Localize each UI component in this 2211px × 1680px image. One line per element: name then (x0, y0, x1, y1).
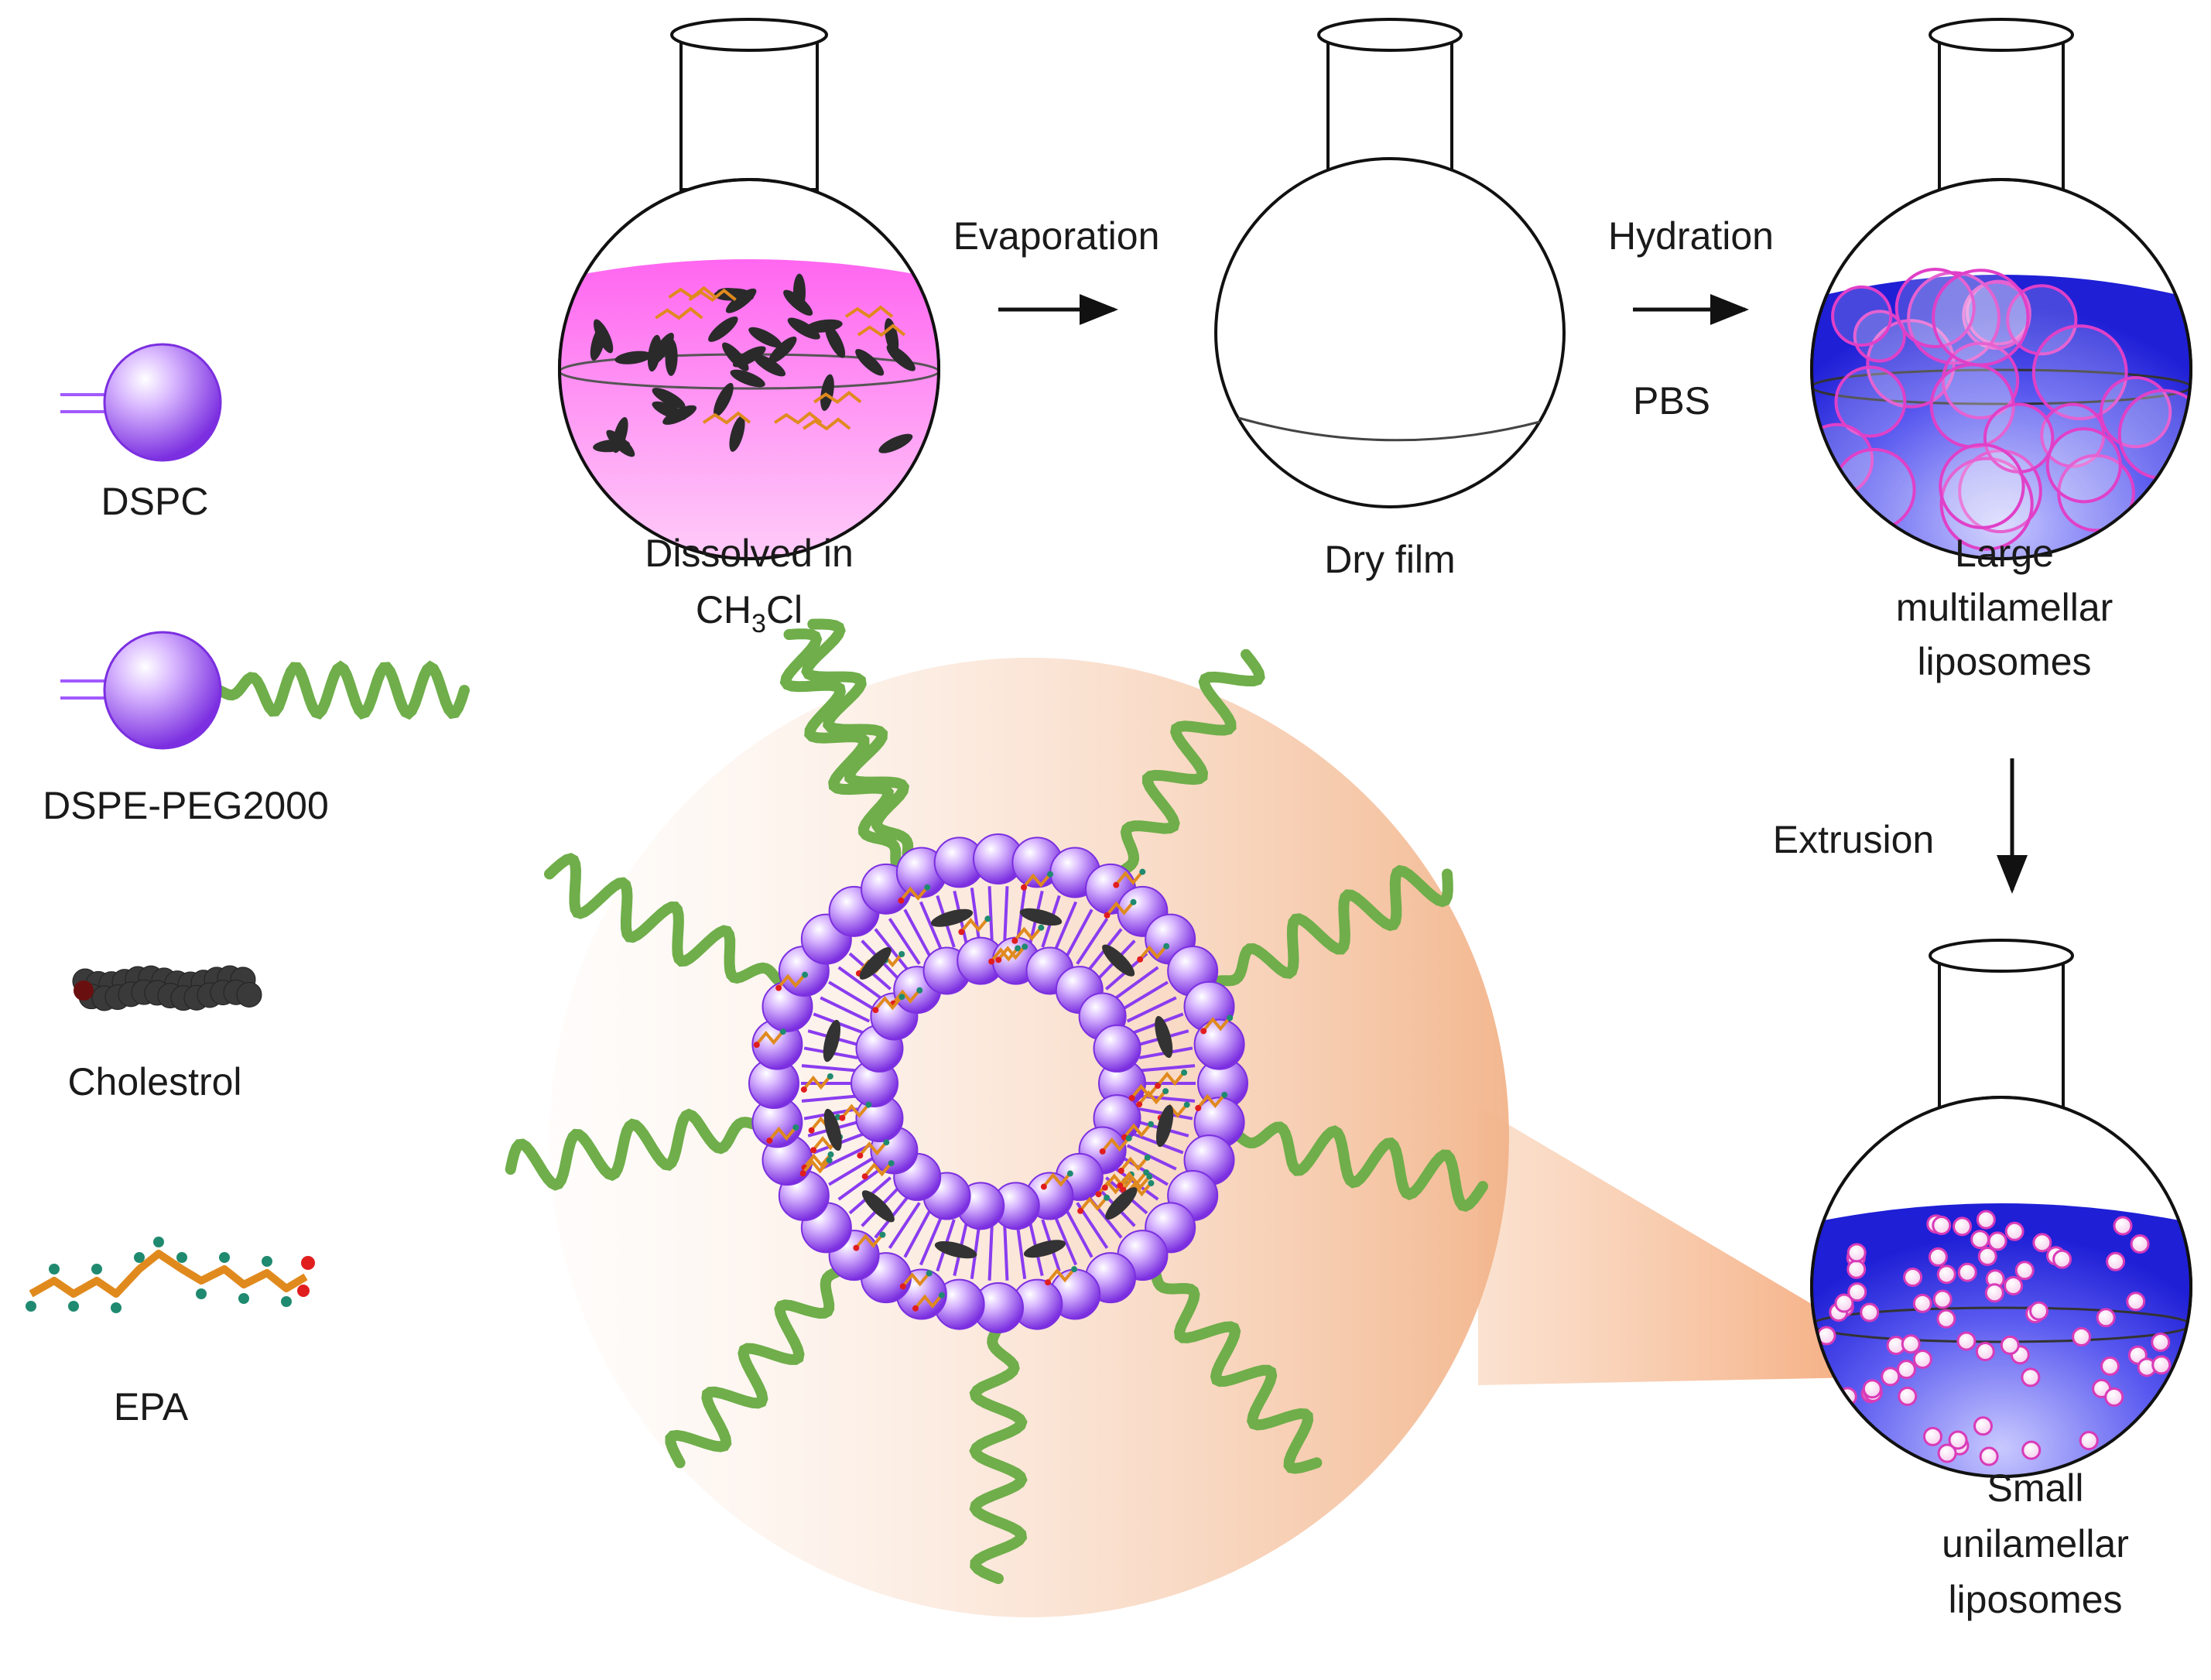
dry-film-label: Dry film (1324, 538, 1455, 581)
pbs-label: PBS (1633, 379, 1710, 423)
large-label-line3: liposomes (1917, 640, 2091, 683)
cholesterol-legend-icon (72, 965, 262, 1011)
dissolved-label-line1: Dissolved in (645, 532, 854, 575)
hydration-label: Hydration (1608, 214, 1774, 258)
dspc-label: DSPC (101, 480, 209, 523)
cholesterol-label: Cholestrol (67, 1060, 241, 1103)
dspc-legend-icon (60, 343, 222, 462)
small-label-line3: liposomes (1948, 1578, 2122, 1621)
small-label-line2: unilamellar (1942, 1522, 2129, 1565)
extrusion-label: Extrusion (1773, 818, 1934, 861)
small-label-line1: Small (1987, 1466, 2083, 1510)
liposome-cross-section (505, 618, 1488, 1584)
legend: DSPC DSPE-PEG2000 Cholestrol EPA (26, 343, 470, 1429)
flask-dry-film: Dry film (1214, 18, 1566, 581)
epa-label: EPA (114, 1385, 189, 1429)
large-label-line2: multilamellar (1896, 586, 2113, 629)
flask-small-unilamellar: Small unilamellar liposomes (1810, 939, 2192, 1621)
dspe-peg-legend-icon (60, 631, 470, 750)
flask-dissolved: Dissolved in CH3Cl (558, 18, 940, 638)
evaporation-label: Evaporation (953, 214, 1160, 258)
large-label-line1: Large (1955, 532, 2054, 575)
epa-legend-icon (26, 1237, 315, 1313)
extrusion-step: Extrusion (1773, 758, 2028, 894)
peg-chains (505, 618, 1488, 1584)
flask-neck (670, 18, 828, 191)
dissolved-label-line2: CH3Cl (696, 588, 803, 638)
dspe-peg-label: DSPE-PEG2000 (43, 784, 329, 827)
lipid-bilayer (748, 833, 1248, 1333)
evaporation-step: Evaporation (953, 214, 1160, 325)
flask-large-multilamellar: Large multilamellar liposomes (1810, 18, 2192, 683)
hydration-step: Hydration PBS (1608, 214, 1774, 423)
